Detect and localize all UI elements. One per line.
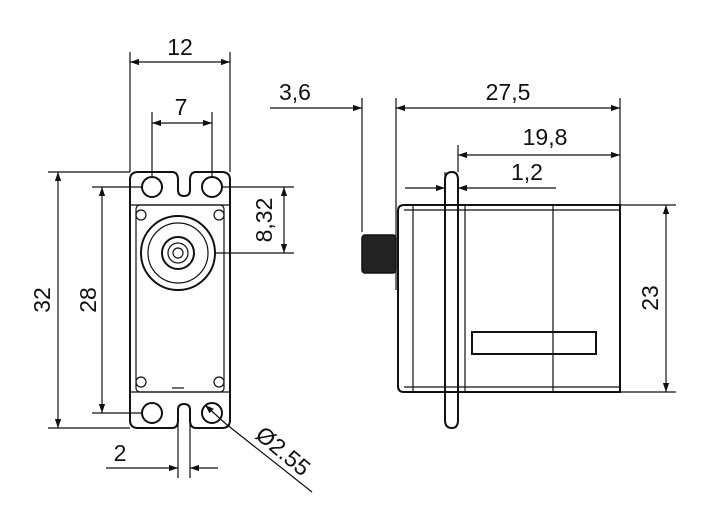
dim-slot-width: 2: [106, 410, 218, 478]
dim-hole-vertical-spacing-label: 28: [75, 287, 101, 313]
front-body-inner: [135, 204, 225, 393]
output-shaft-center: [172, 247, 184, 259]
output-gear-ring: [147, 222, 209, 284]
screw-bottom-left: [135, 376, 147, 388]
output-horn: [361, 234, 397, 274]
dim-hole-vertical-spacing: 28: [75, 186, 142, 414]
screw-top-left: [135, 209, 147, 221]
dim-hole-spacing: 7: [151, 94, 213, 177]
screw-top-right: [213, 209, 225, 221]
side-body-outline: [397, 204, 621, 393]
screw-bottom-right: [213, 376, 225, 388]
side-label-slot: [471, 331, 597, 355]
dim-hole-spacing-label: 7: [175, 94, 188, 120]
dim-slot-width-label: 2: [114, 440, 127, 466]
dim-flange-to-end: 19,8: [457, 124, 620, 172]
dim-body-length-label: 27,5: [486, 79, 531, 105]
output-gear-outer: [140, 215, 216, 291]
dim-horn-offset: 8,32: [215, 186, 294, 254]
dim-width-overall-label: 12: [167, 34, 193, 60]
dim-horn-offset-label: 8,32: [251, 198, 277, 243]
front-body-outline: [129, 171, 231, 429]
dim-body-height-label: 23: [637, 285, 663, 311]
output-spline: [161, 236, 195, 270]
dim-horn-height-label: 3,6: [279, 79, 311, 105]
dim-flange-thickness-label: 1,2: [511, 159, 543, 185]
front-view: [129, 171, 231, 429]
dim-horn-height: 3,6: [270, 79, 363, 232]
dim-flange-thickness: 1,2: [405, 159, 556, 192]
output-spline-inner: [167, 242, 189, 264]
dim-height-overall-label: 32: [29, 287, 55, 313]
mount-hole-bottom-right: [201, 402, 223, 424]
dim-flange-to-end-label: 19,8: [523, 124, 568, 150]
dim-body-length: 27,5: [395, 79, 621, 230]
mount-hole-top-left: [141, 176, 163, 198]
mount-hole-bottom-left: [141, 402, 163, 424]
mount-hole-top-right: [201, 176, 223, 198]
side-view: [361, 170, 621, 430]
mount-flange: [444, 170, 459, 430]
dim-width-overall: 12: [129, 34, 231, 172]
dim-height-overall: 32: [29, 171, 130, 429]
dim-body-height: 23: [620, 204, 676, 393]
